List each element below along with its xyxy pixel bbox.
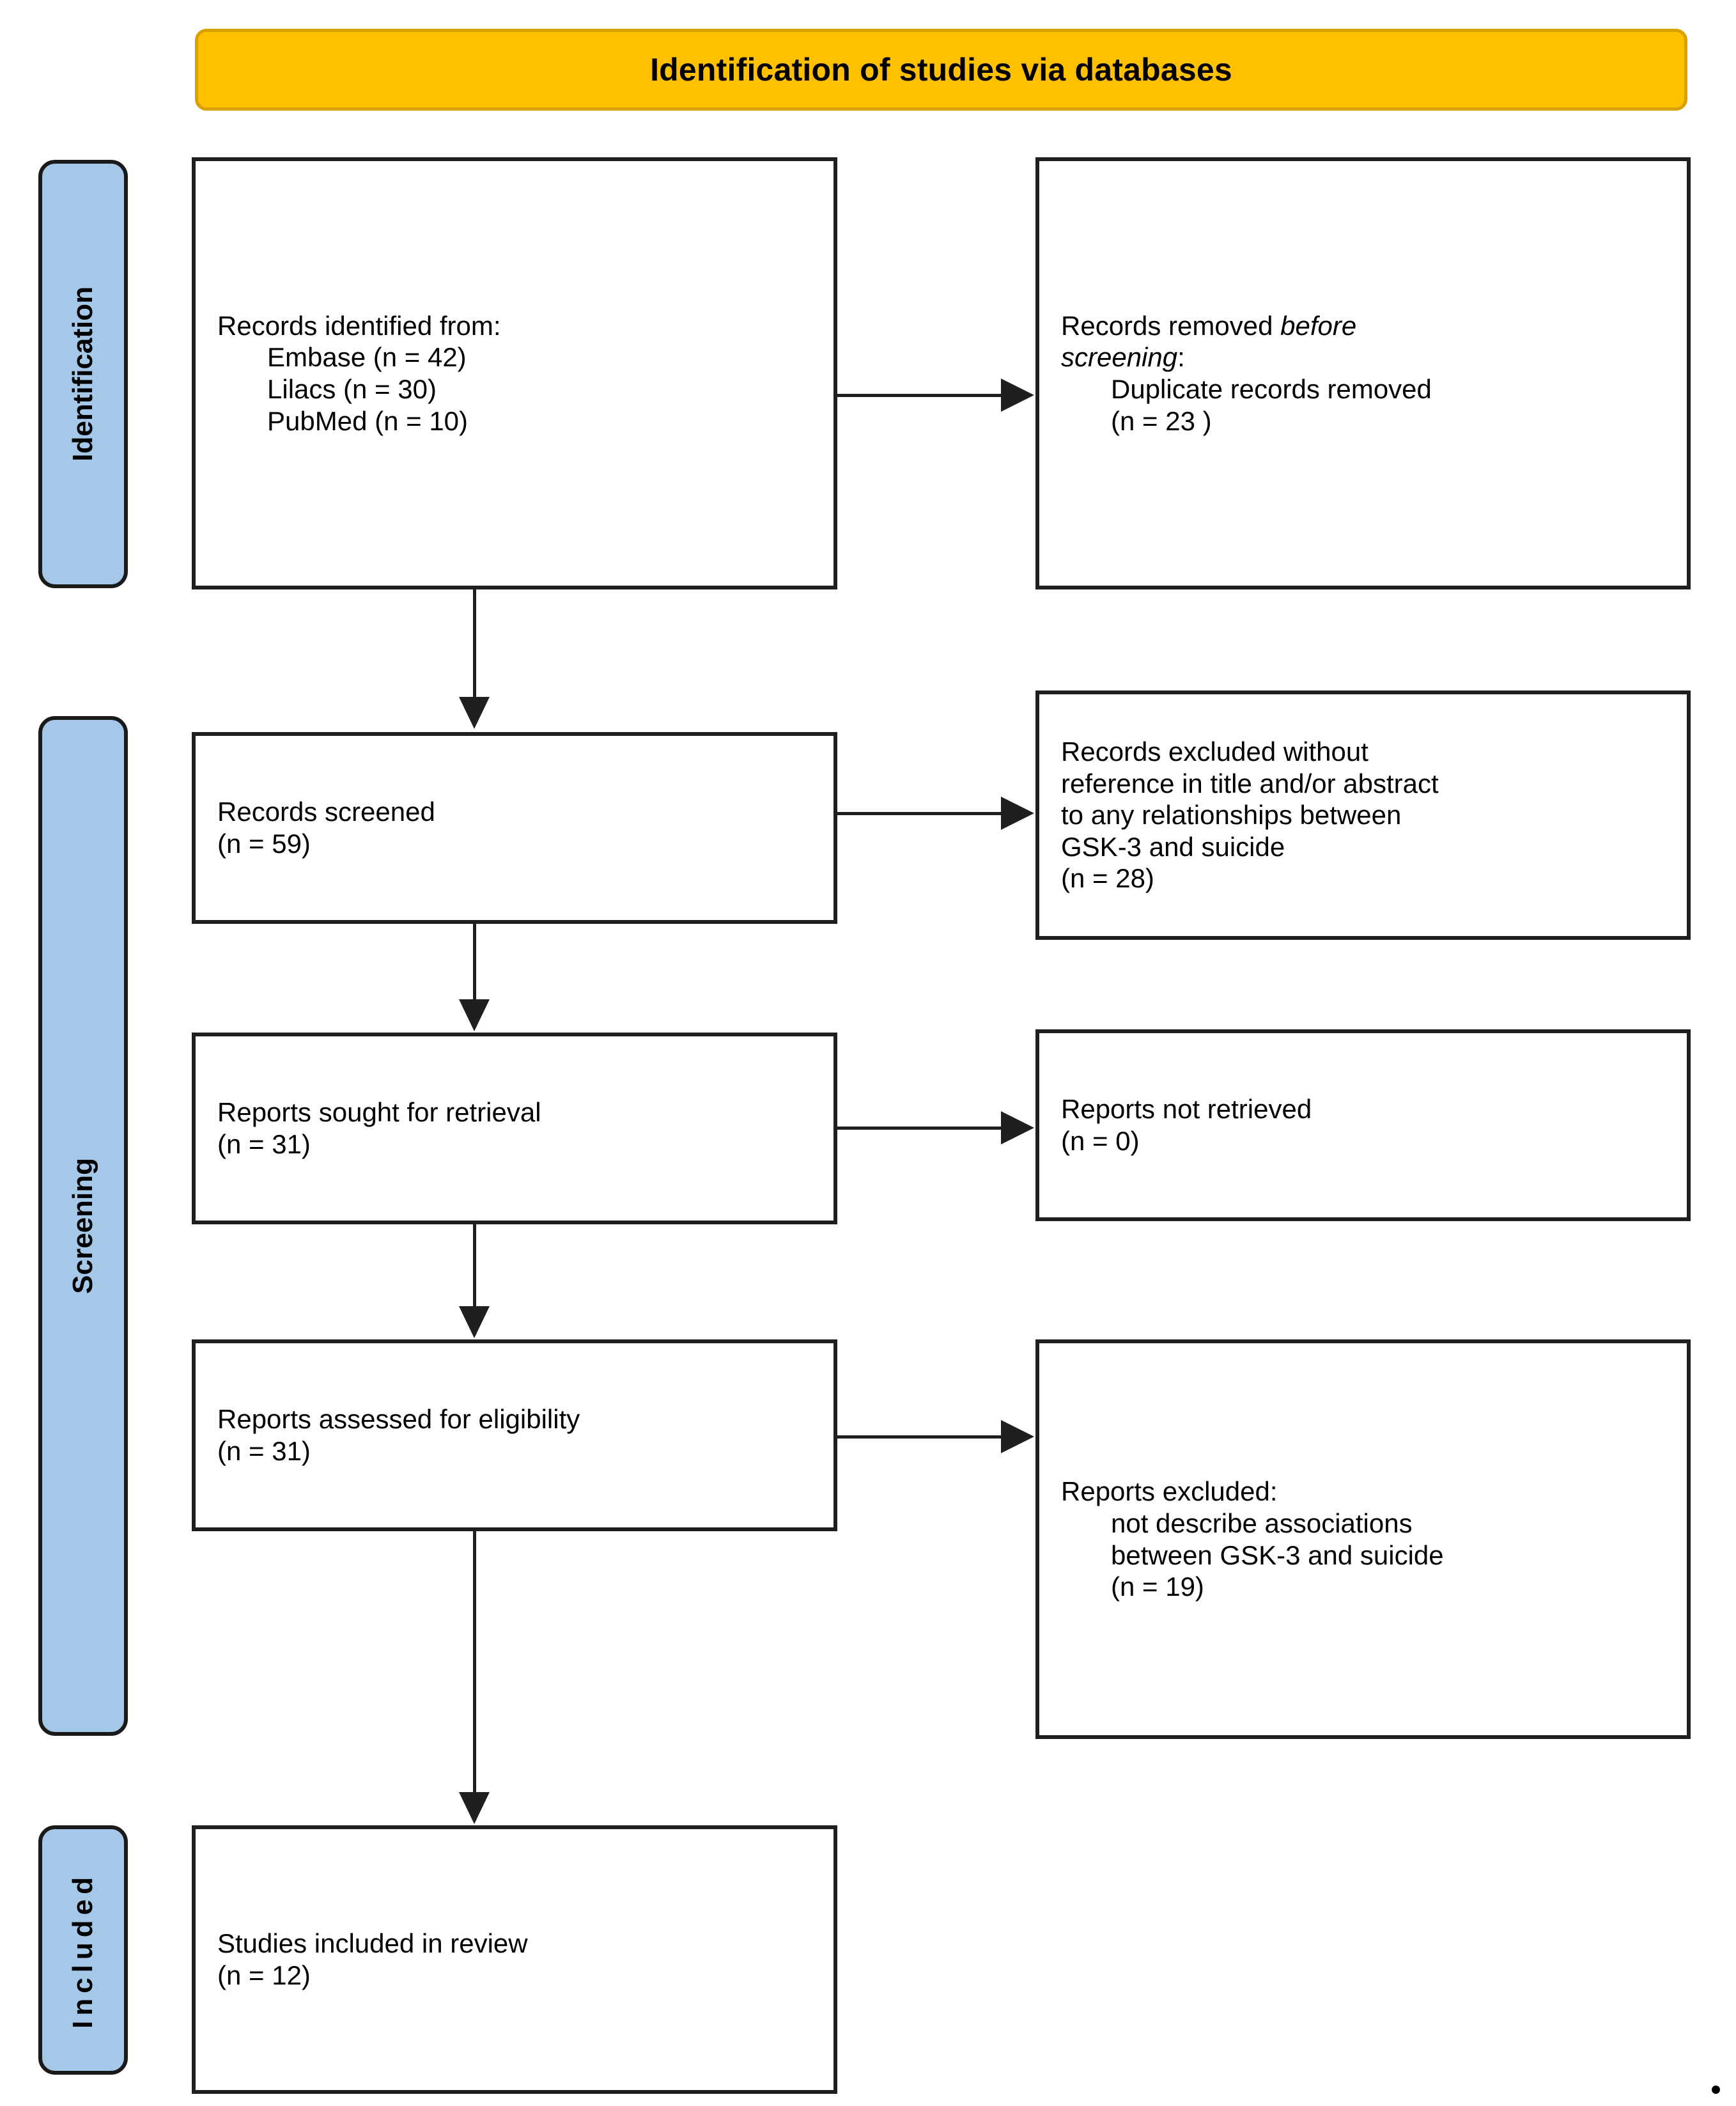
reports-excluded-count: (n = 19) [1111,1572,1204,1602]
studies-included-label: Studies included in review [217,1928,528,1959]
records-removed-text: Records removed [1061,310,1281,341]
connector-assessed-to-excluded-line [837,1435,1002,1439]
connector-sought-to-notretrieved-line [837,1127,1002,1130]
connector-screened-to-excluded-line [837,812,1002,815]
reports-excluded-heading: Reports excluded: [1061,1476,1278,1507]
box-reports-not-retrieved: Reports not retrieved (n = 0) [1035,1029,1691,1221]
records-identified-heading: Records identified from: [217,310,501,341]
stage-label-identification-text: Identification [67,286,98,462]
records-removed-count: (n = 23 ) [1111,405,1212,436]
box-records-screened: Records screened (n = 59) [192,732,837,924]
records-identified-embase: Embase (n = 42) [267,342,467,373]
records-excluded-line1: Records excluded without [1061,737,1368,767]
connector-assessed-to-included-line [473,1531,476,1793]
banner-title: Identification of studies via databases [650,52,1232,88]
connector-screened-to-excluded-arrowhead-icon [1001,797,1034,830]
connector-sought-to-notretrieved-arrowhead-icon [1001,1111,1034,1144]
stage-label-identification: Identification [38,160,128,588]
connector-identified-to-screened-line [473,589,476,698]
box-records-identified: Records identified from: Embase (n = 42)… [192,157,837,589]
reports-excluded-reason-line2: between GSK-3 and suicide [1111,1540,1444,1570]
records-excluded-count: (n = 28) [1061,863,1154,894]
reports-excluded-reason-line1: not describe associations [1111,1508,1413,1538]
page-period-mark [1712,2086,1720,2094]
stage-label-screening-text: Screening [67,1158,98,1294]
reports-not-retrieved-label: Reports not retrieved [1061,1094,1312,1125]
records-removed-colon: : [1177,342,1185,373]
reports-assessed-label: Reports assessed for eligibility [217,1404,580,1435]
reports-sought-label: Reports sought for retrieval [217,1097,541,1128]
records-identified-lilacs: Lilacs (n = 30) [267,374,437,404]
box-records-excluded: Records excluded without reference in ti… [1035,690,1691,940]
records-excluded-line2: reference in title and/or abstract [1061,768,1439,799]
records-removed-heading-line1: Records removed before [1061,310,1665,342]
box-reports-assessed: Reports assessed for eligibility (n = 31… [192,1339,837,1531]
box-studies-included: Studies included in review (n = 12) [192,1825,837,2094]
box-records-removed: Records removed before screening: Duplic… [1035,157,1691,589]
reports-sought-count: (n = 31) [217,1129,311,1159]
connector-assessed-to-excluded-arrowhead-icon [1001,1420,1034,1453]
records-excluded-line3: to any relationships between [1061,800,1402,831]
records-removed-emph-before: before [1280,310,1357,341]
connector-identified-to-screened-arrowhead-icon [459,697,490,729]
connector-assessed-to-included-arrowhead-icon [459,1792,490,1824]
connector-sought-to-assessed-arrowhead-icon [459,1306,490,1338]
records-screened-label: Records screened [217,797,435,827]
box-reports-excluded: Reports excluded: not describe associati… [1035,1339,1691,1739]
studies-included-count: (n = 12) [217,1960,311,1990]
stage-label-included-text: Included [67,1871,98,2029]
connector-identified-to-removed-line [837,394,1002,397]
connector-identified-to-removed-arrowhead-icon [1001,378,1034,412]
box-reports-sought: Reports sought for retrieval (n = 31) [192,1033,837,1224]
records-removed-heading-line2: screening: [1061,341,1665,373]
reports-not-retrieved-count: (n = 0) [1061,1126,1140,1156]
reports-assessed-count: (n = 31) [217,1436,311,1466]
records-screened-count: (n = 59) [217,829,311,859]
records-removed-emph-screening: screening [1061,342,1178,373]
records-excluded-line4: GSK-3 and suicide [1061,831,1285,862]
connector-sought-to-assessed-line [473,1224,476,1307]
records-removed-duplicates: Duplicate records removed [1111,374,1432,404]
connector-screened-to-sought-line [473,924,476,1001]
connector-screened-to-sought-arrowhead-icon [459,999,490,1031]
header-banner: Identification of studies via databases [195,29,1687,111]
stage-label-screening: Screening [38,716,128,1736]
stage-label-included: Included [38,1825,128,2075]
records-identified-pubmed: PubMed (n = 10) [267,405,469,436]
